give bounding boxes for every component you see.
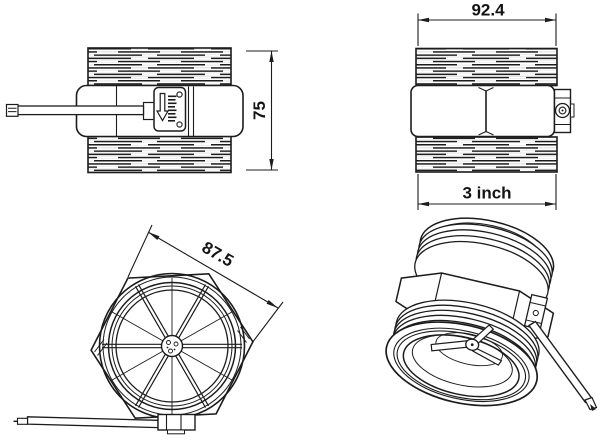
sensor-fitting — [523, 293, 549, 331]
flow-direction-arrow-icon — [155, 92, 170, 122]
thread-section-bottom — [415, 136, 558, 173]
arrowhead-icon — [418, 201, 429, 207]
turbine-impeller — [102, 278, 242, 414]
screw-icon — [176, 91, 183, 98]
label-plate — [153, 86, 187, 132]
dim-body-width-label: 92.4 — [471, 1, 505, 20]
arrowhead-icon — [269, 159, 274, 170]
cable-probe — [13, 413, 196, 435]
dimension-height: 75 — [246, 50, 278, 171]
hub — [160, 334, 184, 358]
turbine-impeller — [430, 324, 503, 367]
thread-section-top — [415, 47, 558, 87]
dim-thread-size-label: 3 inch — [462, 184, 511, 203]
view-front: 87.5 — [13, 224, 284, 435]
view-side: 75 — [5, 47, 278, 174]
dimension-thread-size: 3 inch — [417, 174, 557, 210]
arrowhead-icon — [266, 300, 278, 308]
arrowhead-icon — [545, 201, 556, 207]
dimension-width: 92.4 — [417, 1, 557, 46]
probe-tip — [590, 404, 596, 411]
sensor-fitting — [553, 88, 575, 134]
arrowhead-icon — [545, 17, 556, 23]
thread-section-bottom — [87, 135, 232, 174]
arrowhead-icon — [269, 51, 274, 62]
view-end: 92.4 3 inch — [410, 1, 575, 210]
dim-side-height-label: 75 — [250, 101, 269, 120]
probe-rod — [527, 320, 598, 411]
label-text-lines — [168, 95, 177, 122]
dim-hex-flats-label: 87.5 — [199, 238, 237, 271]
view-isometric — [385, 217, 598, 411]
hex-body — [410, 84, 556, 138]
arrowhead-icon — [418, 17, 429, 23]
thread-section-top — [87, 47, 232, 87]
arrowhead-icon — [148, 232, 160, 240]
screw-icon — [176, 121, 183, 128]
